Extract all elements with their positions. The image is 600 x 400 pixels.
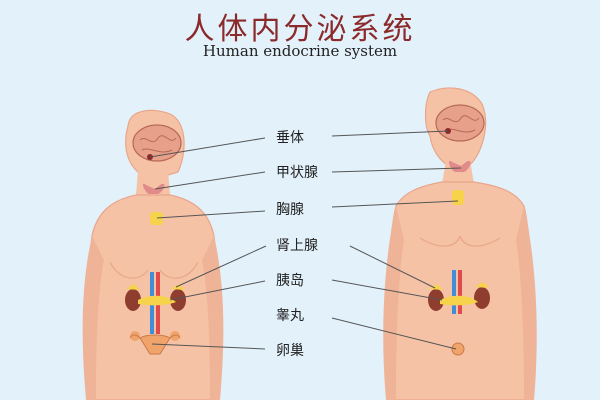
leader-thyroid-male	[331, 167, 462, 173]
leader-ovary-female	[151, 343, 266, 350]
label-pituitary: 垂体	[276, 130, 304, 146]
male-figure	[383, 87, 537, 400]
label-ovary: 卵巢	[276, 343, 304, 359]
leader-adrenal-female	[175, 245, 267, 288]
title-chinese: 人体内分泌系统	[184, 12, 416, 47]
leader-thymus-male	[331, 200, 459, 208]
leader-pituitary-female	[149, 137, 266, 158]
leader-pancreas-male	[331, 279, 443, 301]
label-thymus: 胸腺	[276, 202, 304, 218]
female-figure	[82, 109, 224, 400]
label-thyroid: 甲状腺	[276, 165, 318, 181]
leader-pancreas-female	[169, 280, 266, 301]
leader-thymus-female	[156, 210, 266, 219]
label-pancreatic-islet: 胰岛	[276, 273, 304, 289]
leader-adrenal-male	[349, 245, 436, 289]
leader-lines	[149, 130, 462, 350]
title-english: Human endocrine system	[202, 42, 398, 60]
leader-testes-male	[331, 317, 457, 350]
leader-pituitary-male	[331, 130, 449, 137]
label-testes: 睾丸	[276, 308, 304, 324]
leader-thyroid-female	[154, 171, 266, 190]
label-adrenal: 肾上腺	[276, 238, 318, 254]
